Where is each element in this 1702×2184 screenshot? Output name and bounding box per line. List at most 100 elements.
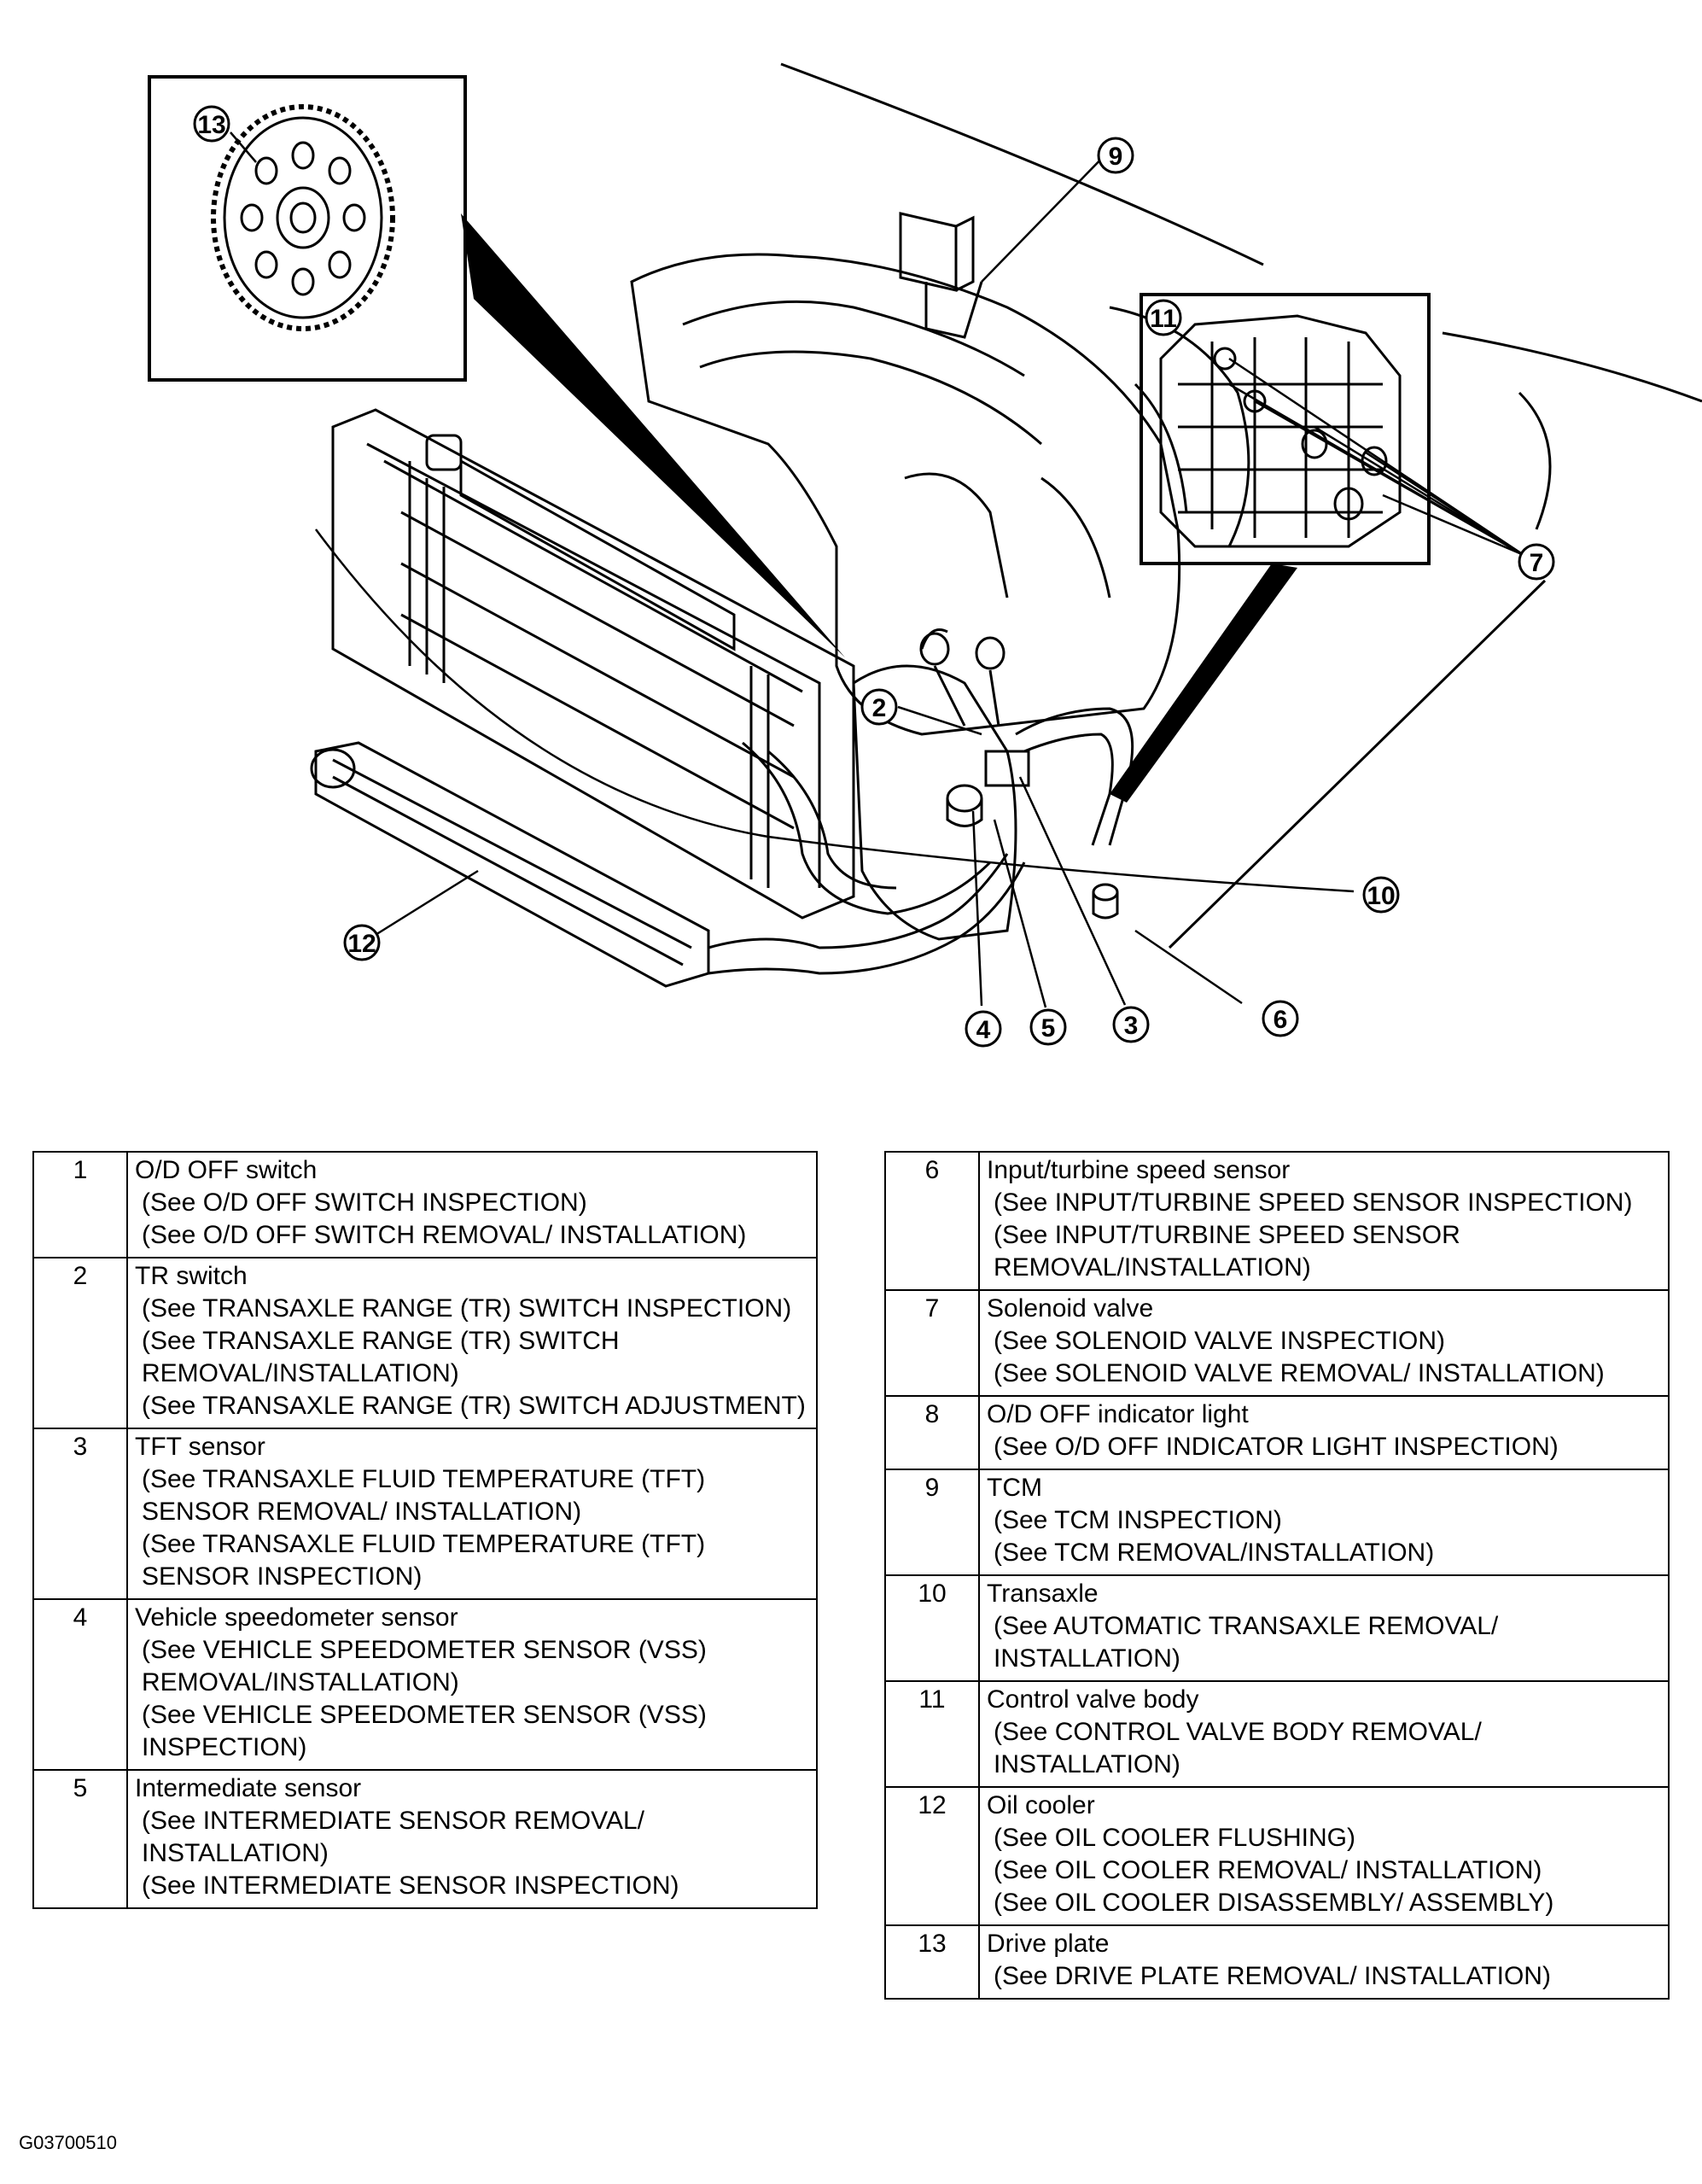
legend-item-number: 13 <box>884 1924 980 2000</box>
legend-item-reference: (See DRIVE PLATE REMOVAL/ INSTALLATION) <box>994 1962 1551 1990</box>
legend-item-reference: (See OIL COOLER FLUSHING) <box>994 1824 1355 1852</box>
legend-item-reference: (See INPUT/TURBINE SPEED SENSOR REMOVAL/… <box>994 1221 1460 1282</box>
legend-item-description: Oil cooler(See OIL COOLER FLUSHING)(See … <box>978 1786 1670 1926</box>
callout-label-3: 3 <box>1124 1012 1139 1040</box>
legend-item-title: TFT sensor <box>135 1433 265 1461</box>
body-line <box>1168 579 1547 949</box>
hood-outline <box>780 62 1264 266</box>
legend-item-title: O/D OFF indicator light <box>987 1400 1249 1428</box>
callout-circle-10 <box>1362 876 1400 914</box>
callout-label-11: 11 <box>1150 305 1177 333</box>
legend-item-reference: (See INTERMEDIATE SENSOR INSPECTION) <box>142 1872 679 1900</box>
legend-item-reference: (See INTERMEDIATE SENSOR REMOVAL/ INSTAL… <box>142 1807 644 1867</box>
legend-item-reference: (See TRANSAXLE FLUID TEMPERATURE (TFT) S… <box>142 1465 706 1526</box>
legend-item-title: TCM <box>987 1474 1042 1502</box>
radiator <box>331 408 855 920</box>
legend-item-number: 12 <box>884 1786 980 1926</box>
legend-item-reference: (See CONTROL VALVE BODY REMOVAL/ INSTALL… <box>994 1718 1482 1778</box>
legend-item-reference: (See SOLENOID VALVE REMOVAL/ INSTALLATIO… <box>994 1359 1605 1387</box>
legend-item-title: Transaxle <box>987 1580 1099 1608</box>
legend-item-reference: (See TCM INSPECTION) <box>994 1506 1282 1534</box>
legend-item-title: Input/turbine speed sensor <box>987 1156 1291 1184</box>
callout-circle-3 <box>1112 1006 1150 1043</box>
legend-item-description: Drive plate (See DRIVE PLATE REMOVAL/ INS… <box>978 1924 1670 2000</box>
legend-item-number: 9 <box>884 1469 980 1576</box>
legend-item-number: 7 <box>884 1289 980 1397</box>
legend-item-reference: (See AUTOMATIC TRANSAXLE REMOVAL/ INSTAL… <box>994 1612 1499 1673</box>
legend-item-description: O/D OFF indicator light (See O/D OFF INDI… <box>978 1395 1670 1470</box>
component-location-diagram: 2 3 4 5 6 7 9 10 11 12 13 <box>148 62 1702 1048</box>
legend-item-reference: (See VEHICLE SPEEDOMETER SENSOR (VSS) IN… <box>142 1701 707 1761</box>
valve-body-wedge <box>1110 564 1297 803</box>
legend-item-description: Solenoid valve (See SOLENOID VALVE INSPEC… <box>978 1289 1670 1397</box>
callout-label-9: 9 <box>1109 143 1123 171</box>
legend-item-title: Intermediate sensor <box>135 1774 362 1802</box>
legend-item-number: 10 <box>884 1574 980 1682</box>
legend-item-reference: (See OIL COOLER REMOVAL/ INSTALLATION) <box>994 1856 1542 1884</box>
callout-circle-12 <box>343 924 381 961</box>
legend-item-title: Drive plate <box>987 1930 1110 1958</box>
legend-item-reference: (See SOLENOID VALVE INSPECTION) <box>994 1327 1446 1355</box>
callout-label-5: 5 <box>1041 1014 1056 1042</box>
legend-item-reference: (See O/D OFF SWITCH INSPECTION) <box>142 1188 587 1217</box>
callout-label-2: 2 <box>872 694 887 722</box>
callout-label-13: 13 <box>197 111 225 139</box>
legend-item-number: 8 <box>884 1395 980 1470</box>
callout-circle-13 <box>193 105 230 143</box>
callout-circle-11 <box>1145 299 1182 336</box>
drive-plate-wedge <box>461 213 845 657</box>
legend-item-title: TR switch <box>135 1262 248 1290</box>
legend-item-reference: (See TRANSAXLE RANGE (TR) SWITCH REMOVAL… <box>142 1327 620 1387</box>
figure-code: G03700510 <box>19 2132 117 2153</box>
input-turbine-speed-sensor <box>1092 883 1119 920</box>
legend-item-description: Input/turbine speed sensor (See INPUT/TUR… <box>978 1151 1670 1291</box>
legend-item-description: Control valve body (See CONTROL VALVE BOD… <box>978 1680 1670 1788</box>
legend-item-number: 3 <box>32 1428 128 1600</box>
callout-label-6: 6 <box>1274 1006 1288 1034</box>
legend-item-title: Vehicle speedometer sensor <box>135 1603 458 1632</box>
legend-item-reference: (See TRANSAXLE FLUID TEMPERATURE (TFT) S… <box>142 1530 706 1591</box>
legend-item-description: TFT sensor (See TRANSAXLE FLUID TEMPERATU… <box>126 1428 818 1600</box>
legend-item-title: Control valve body <box>987 1685 1199 1714</box>
legend-item-description: Vehicle speedometer sensor (See VEHICLE S… <box>126 1598 818 1771</box>
callout-circle-2 <box>860 688 898 726</box>
callout-circle-7 <box>1518 543 1555 581</box>
legend-item-reference: (See TRANSAXLE RANGE (TR) SWITCH INSPECT… <box>142 1294 792 1323</box>
callout-label-4: 4 <box>976 1016 991 1044</box>
legend-item-title: Solenoid valve <box>987 1294 1154 1323</box>
legend-item-description: TCM(See TCM INSPECTION)(See TCM REMOVAL/… <box>978 1469 1670 1576</box>
legend-item-description: Intermediate sensor (See INTERMEDIATE SEN… <box>126 1769 818 1909</box>
legend-item-description: Transaxle (See AUTOMATIC TRANSAXLE REMOVA… <box>978 1574 1670 1682</box>
callout-label-7: 7 <box>1530 549 1544 577</box>
legend-item-number: 6 <box>884 1151 980 1291</box>
legend-item-reference: (See O/D OFF INDICATOR LIGHT INSPECTION) <box>994 1433 1559 1461</box>
callout-circle-4 <box>965 1010 1002 1048</box>
legend-item-reference: (See OIL COOLER DISASSEMBLY/ ASSEMBLY) <box>994 1889 1554 1917</box>
legend-item-number: 11 <box>884 1680 980 1788</box>
legend-item-number: 2 <box>32 1257 128 1429</box>
control-valve-body-inset <box>1140 293 1431 565</box>
legend-item-number: 5 <box>32 1769 128 1909</box>
legend-item-title: O/D OFF switch <box>135 1156 318 1184</box>
callout-label-10: 10 <box>1367 882 1395 910</box>
callout-circle-6 <box>1262 1000 1299 1037</box>
transaxle <box>852 628 1030 941</box>
legend-item-description: TR switch (See TRANSAXLE RANGE (TR) SWITC… <box>126 1257 818 1429</box>
legend-item-reference: (See TRANSAXLE RANGE (TR) SWITCH ADJUSTM… <box>142 1392 806 1420</box>
legend-item-number: 1 <box>32 1151 128 1258</box>
body-curve <box>1518 391 1552 530</box>
